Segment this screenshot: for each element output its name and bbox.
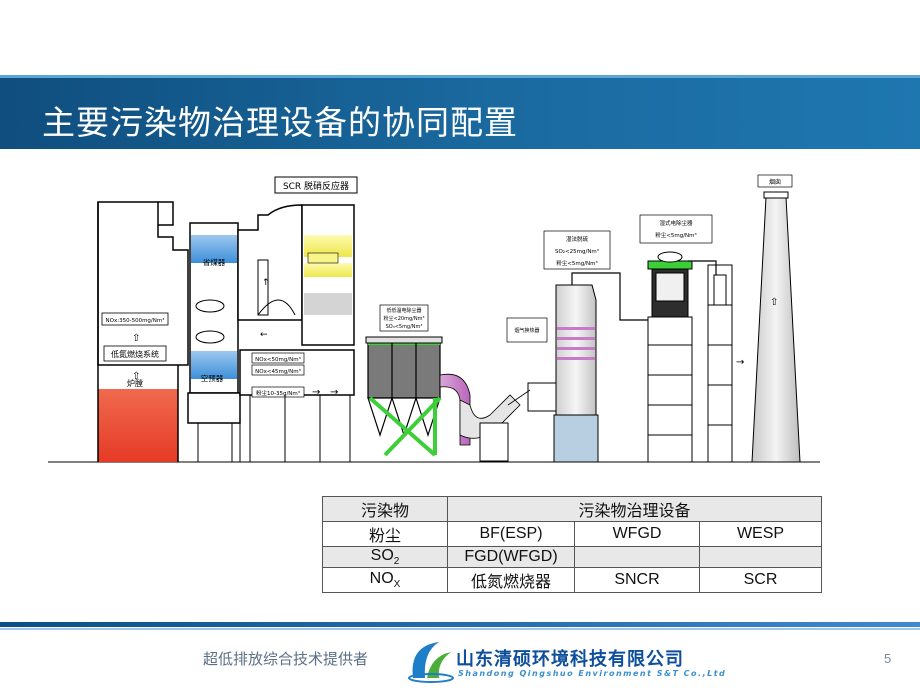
nox-out-box-2 [251,364,305,376]
company-name-en: Shandong Qingshuo Environment S&T Co.,Lt… [458,669,727,678]
scr-curve [257,299,296,316]
svg-text:湿法脱硫: 湿法脱硫 [566,235,589,243]
fgd-purple-band-2 [557,337,595,340]
fgd-purple-band-1 [557,327,595,330]
table-row: NOX 低氮燃烧器 SNCR SCR [322,567,822,594]
svg-text:湿式电除尘器: 湿式电除尘器 [659,219,693,227]
air-preheater-label: 空预器 [201,373,224,383]
pollutant-cell: SO2 [322,545,448,569]
nox-out-label-2: NOx<45mg/Nm³ [255,368,301,375]
flow-arrow-left: ← [260,330,268,340]
boiler [97,201,189,462]
fgd-note-box [543,230,611,270]
title-bar [0,75,920,149]
equip-cell: BF(ESP) [447,521,575,547]
esp-frame [368,396,442,457]
wesp-unit [647,251,693,318]
nox-out-label-1: NOx<50mg/Nm³ [255,356,301,363]
footer-divider-thin [0,628,920,630]
footer-divider [0,622,920,627]
boiler-nox-box [101,312,169,326]
fgd-tag-box [506,317,548,343]
stack-cap [763,191,789,199]
stack-inlet-arrow: → [736,357,744,368]
svg-text:SO₂<25mg/Nm³: SO₂<25mg/Nm³ [555,248,599,255]
ammonia-tag [307,252,339,264]
catalyst-layer-3 [304,293,352,315]
esp-notes: 低低温电除尘器 粉尘<20mg/Nm³ SO₃<5mg/Nm³ [379,304,429,332]
process-diagram: NOx:350-500mg/Nm³ 低氮燃烧系统 炉膛 ⇧ ⇧ 省煤器 空预器 … [48,174,820,463]
svg-text:粉尘<20mg/Nm³: 粉尘<20mg/Nm³ [384,315,425,322]
svg-text:粉尘<5mg/Nm³: 粉尘<5mg/Nm³ [655,231,697,239]
svg-text:低低温电除尘器: 低低温电除尘器 [386,307,421,314]
air-preheater-block [191,351,237,379]
wesp-inlet [619,283,648,321]
svg-text:粉尘<5mg/Nm³: 粉尘<5mg/Nm³ [556,259,598,267]
stack-arrow: ⇧ [770,297,778,308]
dust-in-box [251,386,305,398]
dust-in-label: 粉尘10-35g/Nm³ [256,389,300,397]
nox-out-box-1 [251,352,305,364]
stack-label: 烟囱 [769,178,781,186]
equip-cell [699,545,822,569]
equip-cell: WESP [699,521,822,547]
heat-exchanger-column [707,264,733,463]
table-row: 粉尘 BF(ESP) WFGD WESP [322,521,822,547]
table-row: SO2 FGD(WFGD) [322,545,822,569]
economizer-block [191,235,237,263]
stack [751,196,801,463]
fgd-tank [553,414,599,463]
pollutant-cell: NOX [322,567,448,594]
scr-rising-duct [257,259,269,316]
equip-cell [574,545,700,569]
scr-arrow: ↑ [262,278,270,288]
fgd-purple-band-4 [557,357,595,360]
flow-arrow-right-2: → [330,387,338,398]
economizer-label: 省煤器 [203,257,226,267]
company-logo-icon [408,642,454,683]
footer-slogan: 超低排放综合技术提供者 [203,650,369,668]
fgd-purple-band-3 [557,347,595,350]
scr-label-box [274,176,358,194]
duct-ellipse-1 [195,299,225,313]
table-header-row: 污染物 污染物治理设备 [322,496,822,522]
furnace-fire [98,389,178,462]
fan-box [479,422,509,462]
equip-cell: WFGD [574,521,700,547]
catalyst-layer-1 [304,235,352,257]
duct-ellipse-2 [195,330,225,344]
catalyst-layer-2 [304,263,352,277]
stack-label-box [757,174,793,188]
esp-hood [365,336,443,344]
header-equipment: 污染物治理设备 [447,496,822,522]
slide-title: 主要污染物治理设备的协同配置 [42,103,518,142]
furnace-label: 炉膛 [127,378,143,388]
company-name-cn: 山东清硕环境科技有限公司 [456,649,684,670]
booster-duct [527,382,557,412]
fgd-outlet [571,272,621,285]
equip-cell: SNCR [574,567,700,594]
arrow-up-2: ⇧ [132,371,140,382]
equip-cell: SCR [699,567,822,594]
wesp-support [647,316,693,463]
esp-body [367,340,441,437]
scr-label: SCR 脱硝反应器 [283,180,349,192]
pollutant-cell: 粉尘 [322,521,448,547]
wesp-note-box [639,214,713,244]
equip-cell: FGD(WFGD) [447,545,575,569]
page-number: 5 [884,651,892,666]
boiler-nox-label: NOx:350-500mg/Nm³ [106,317,165,324]
flow-arrow-right-1: → [312,387,320,398]
heat-exchanger-top [713,274,727,306]
low-nox-burner-label: 低氮燃烧系统 [111,349,159,359]
pollutant-equipment-table: 污染物 污染物治理设备 粉尘 BF(ESP) WFGD WESP SO2 FGD… [322,496,822,594]
arrow-up-1: ⇧ [132,333,140,344]
fgd-tag: 烟气换热器 [514,327,539,334]
header-pollutant: 污染物 [322,496,448,522]
svg-text:SO₃<5mg/Nm³: SO₃<5mg/Nm³ [386,324,423,330]
equip-cell: 低氮燃烧器 [447,567,575,594]
low-nox-burner-box [103,345,167,362]
